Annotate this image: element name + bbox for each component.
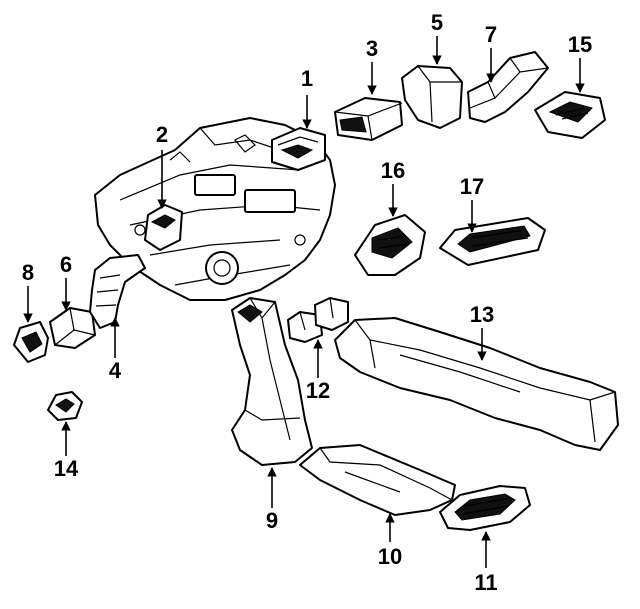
callout-12: 12 xyxy=(306,378,330,403)
callout-10: 10 xyxy=(378,544,402,569)
part-9-duct xyxy=(231,297,313,466)
callout-16: 16 xyxy=(381,158,405,183)
part-15-vent xyxy=(534,91,606,139)
part-16-vent xyxy=(354,214,426,276)
callout-4: 4 xyxy=(109,358,122,383)
part-13-duct xyxy=(334,317,619,451)
callout-17: 17 xyxy=(460,174,484,199)
part-14-vent xyxy=(47,391,83,421)
part-8-vent xyxy=(13,321,49,363)
callout-7: 7 xyxy=(485,22,497,47)
part-7-duct xyxy=(467,51,549,123)
part-5-duct xyxy=(401,65,463,129)
callout-9: 9 xyxy=(266,508,278,533)
callout-1: 1 xyxy=(301,66,313,91)
callout-8: 8 xyxy=(22,260,34,285)
callout-14: 14 xyxy=(54,456,79,481)
callout-5: 5 xyxy=(431,10,443,35)
callout-11: 11 xyxy=(474,570,497,595)
part-6-duct xyxy=(49,307,96,349)
callout-6: 6 xyxy=(60,252,72,277)
leader-lines xyxy=(23,36,585,568)
part-1-outlet xyxy=(271,127,326,171)
callout-13: 13 xyxy=(470,302,494,327)
part-12-connectors xyxy=(287,297,349,343)
part-11-vent xyxy=(439,485,531,531)
callout-3: 3 xyxy=(366,36,378,61)
part-3-duct xyxy=(334,97,403,141)
callout-labels: 1 2 3 4 5 6 7 8 9 10 11 12 13 14 15 16 1… xyxy=(22,10,592,595)
part-10-duct xyxy=(299,444,456,516)
part-4-duct xyxy=(89,254,146,329)
part-17-vent xyxy=(439,217,546,266)
callout-15: 15 xyxy=(568,32,592,57)
callout-2: 2 xyxy=(156,122,168,147)
